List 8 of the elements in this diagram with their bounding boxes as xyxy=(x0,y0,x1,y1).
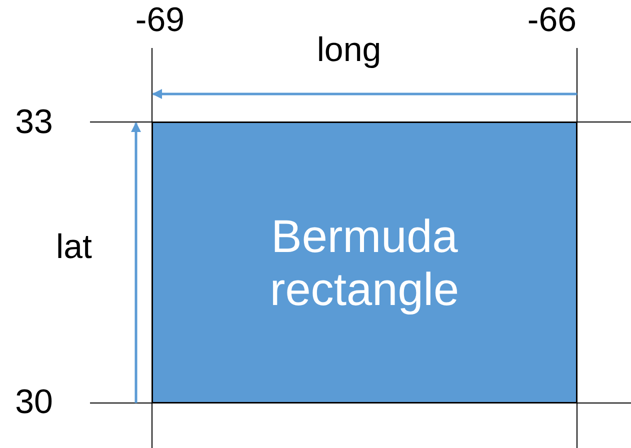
axis-label: long xyxy=(316,33,382,67)
axis-label: -69 xyxy=(135,3,185,37)
region-label: Bermuda rectangle xyxy=(268,210,460,316)
axis-label: -66 xyxy=(527,3,577,37)
axis-label: 33 xyxy=(15,105,53,139)
region-rectangle xyxy=(152,122,577,403)
axis-label: 30 xyxy=(15,385,53,419)
axis-label: lat xyxy=(56,230,92,264)
